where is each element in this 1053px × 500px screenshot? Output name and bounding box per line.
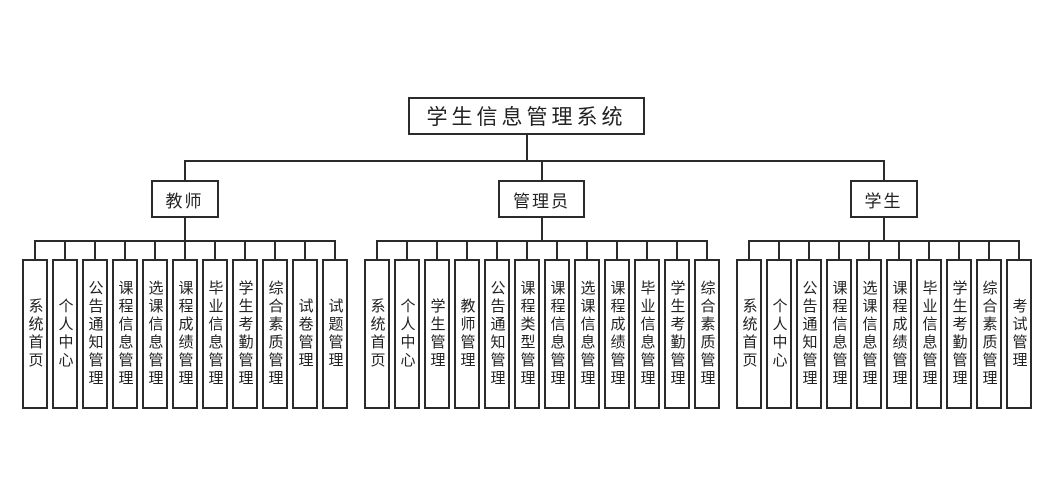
- root-connector-line: [525, 135, 528, 160]
- leaf-box: 系统首页: [21, 259, 48, 409]
- leaf-box: 考试管理: [1005, 259, 1032, 409]
- leaf-connector: 课程信息管理: [541, 240, 572, 409]
- leaf-box: 选课信息管理: [141, 259, 168, 409]
- leaf-box: 个人中心: [393, 259, 420, 409]
- student-leaves-row: 系统首页 个人中心 公告通知管理 课程信息管理 选课信息管理 课程成绩管理 毕业…: [734, 240, 1034, 409]
- leaf-box: 课程信息管理: [543, 259, 570, 409]
- leaf-box: 课程成绩管理: [885, 259, 912, 409]
- leaf-box: 系统首页: [363, 259, 390, 409]
- leaf-box: 课程成绩管理: [603, 259, 630, 409]
- leaf-connector: 选课信息管理: [139, 240, 170, 409]
- leaf-connector: 学生考勤管理: [229, 240, 260, 409]
- leaf-box: 公告通知管理: [81, 259, 108, 409]
- leaf-box: 教师管理: [453, 259, 480, 409]
- leaf-connector: 课程类型管理: [511, 240, 542, 409]
- leaf-box: 学生管理: [423, 259, 450, 409]
- branch-node-admin: 管理员: [498, 180, 585, 218]
- leaf-connector: 学生考勤管理: [943, 240, 974, 409]
- leaf-box: 综合素质管理: [261, 259, 288, 409]
- leaf-box: 选课信息管理: [855, 259, 882, 409]
- branch-teacher: 教师 系统首页 个人中心 公告通知管理 课程信息管理 选课信息管理 课程成绩管理…: [14, 160, 356, 409]
- leaf-box: 综合素质管理: [693, 259, 720, 409]
- leaf-box: 学生考勤管理: [945, 259, 972, 409]
- branch-admin: 管理员 系统首页 个人中心 学生管理 教师管理 公告通知管理 课程类型管理 课程…: [355, 160, 728, 409]
- leaf-connector: 课程信息管理: [109, 240, 140, 409]
- leaf-connector: 毕业信息管理: [913, 240, 944, 409]
- leaf-box: 学生考勤管理: [231, 259, 258, 409]
- leaf-box: 课程成绩管理: [171, 259, 198, 409]
- leaf-connector: 试题管理: [319, 240, 350, 409]
- leaf-connector: 公告通知管理: [793, 240, 824, 409]
- leaf-connector: 系统首页: [734, 240, 764, 409]
- leaf-connector: 学生管理: [421, 240, 452, 409]
- teacher-leaves-row: 系统首页 个人中心 公告通知管理 课程信息管理 选课信息管理 课程成绩管理 毕业…: [20, 240, 350, 409]
- leaf-box: 系统首页: [735, 259, 762, 409]
- leaf-box: 毕业信息管理: [915, 259, 942, 409]
- leaf-connector: 个人中心: [49, 240, 80, 409]
- leaf-box: 课程类型管理: [513, 259, 540, 409]
- leaf-box: 综合素质管理: [975, 259, 1002, 409]
- branches-row: 教师 系统首页 个人中心 公告通知管理 课程信息管理 选课信息管理 课程成绩管理…: [14, 160, 1040, 409]
- leaf-connector: 选课信息管理: [571, 240, 602, 409]
- leaf-connector: 学生考勤管理: [661, 240, 692, 409]
- leaf-box: 个人中心: [765, 259, 792, 409]
- leaf-box: 课程信息管理: [825, 259, 852, 409]
- leaf-connector: 公告通知管理: [481, 240, 512, 409]
- leaf-box: 毕业信息管理: [633, 259, 660, 409]
- leaf-connector: 毕业信息管理: [631, 240, 662, 409]
- leaf-box: 学生考勤管理: [663, 259, 690, 409]
- leaf-box: 试题管理: [321, 259, 348, 409]
- leaf-connector: 综合素质管理: [259, 240, 290, 409]
- branch-connector-line: [882, 218, 885, 240]
- leaf-connector: 公告通知管理: [79, 240, 110, 409]
- leaf-connector: 试卷管理: [289, 240, 320, 409]
- leaf-connector: 选课信息管理: [853, 240, 884, 409]
- branch-node-student: 学生: [849, 180, 918, 218]
- leaf-box: 个人中心: [51, 259, 78, 409]
- branch-node-teacher: 教师: [150, 180, 219, 218]
- leaf-connector: 综合素质管理: [691, 240, 722, 409]
- admin-leaves-row: 系统首页 个人中心 学生管理 教师管理 公告通知管理 课程类型管理 课程信息管理…: [362, 240, 722, 409]
- leaf-connector: 系统首页: [362, 240, 392, 409]
- leaf-box: 试卷管理: [291, 259, 318, 409]
- leaf-box: 公告通知管理: [483, 259, 510, 409]
- branch-connector-line: [183, 218, 186, 240]
- leaf-connector: 课程成绩管理: [883, 240, 914, 409]
- branch-student: 学生 系统首页 个人中心 公告通知管理 课程信息管理 选课信息管理 课程成绩管理…: [727, 160, 1040, 409]
- leaf-connector: 系统首页: [20, 240, 50, 409]
- leaf-box: 课程信息管理: [111, 259, 138, 409]
- leaf-box: 选课信息管理: [573, 259, 600, 409]
- leaf-connector: 课程成绩管理: [169, 240, 200, 409]
- leaf-connector: 综合素质管理: [973, 240, 1004, 409]
- leaf-box: 公告通知管理: [795, 259, 822, 409]
- leaf-connector: 课程成绩管理: [601, 240, 632, 409]
- root-node: 学生信息管理系统: [408, 97, 645, 135]
- leaf-box: 毕业信息管理: [201, 259, 228, 409]
- leaf-connector: 教师管理: [451, 240, 482, 409]
- leaf-connector: 课程信息管理: [823, 240, 854, 409]
- leaf-connector: 个人中心: [391, 240, 422, 409]
- org-chart: 学生信息管理系统 教师 系统首页 个人中心 公告通知管理 课程信息管理 选课信息…: [14, 97, 1040, 409]
- leaf-connector: 考试管理: [1003, 240, 1034, 409]
- branch-connector-line: [540, 218, 543, 240]
- leaf-connector: 毕业信息管理: [199, 240, 230, 409]
- leaf-connector: 个人中心: [763, 240, 794, 409]
